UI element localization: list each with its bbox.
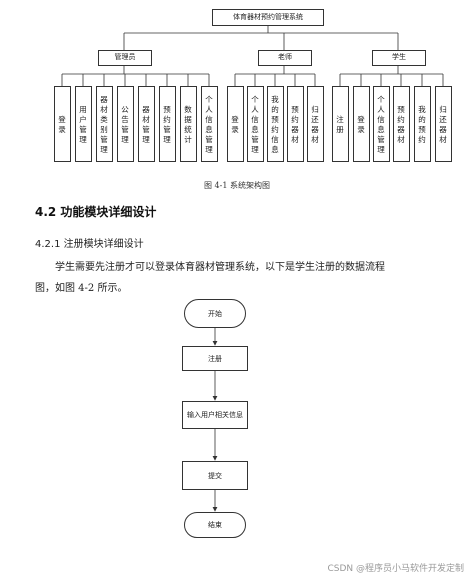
leaf-node: 个人信息管理 <box>200 86 218 162</box>
flow-end-node: 结束 <box>184 512 246 538</box>
leaf-node: 器材管理 <box>137 86 155 162</box>
group-node-teacher: 老师 <box>258 50 312 66</box>
flow-start-node: 开始 <box>184 299 246 328</box>
leaf-node: 公告管理 <box>116 86 134 162</box>
leaf-node-label: 数据统计 <box>184 104 192 144</box>
paragraph-line-2: 图，如图 4-2 所示。 <box>35 283 128 294</box>
leaf-node: 登录 <box>53 86 71 162</box>
csdn-watermark: CSDN @程序员小马软件开发定制 <box>327 564 464 574</box>
leaf-node-label: 归还器材 <box>311 104 319 144</box>
leaf-node: 预约器材 <box>286 86 304 162</box>
leaf-node-label: 个人信息管理 <box>251 94 259 154</box>
leaf-node-label: 预约器材 <box>397 104 405 144</box>
leaf-node-label: 预约管理 <box>163 104 171 144</box>
subsection-heading: 4.2.1 注册模块详细设计 <box>35 239 144 250</box>
leaf-node: 个人信息管理 <box>246 86 264 162</box>
flow-register-node: 注册 <box>182 346 248 371</box>
leaf-node-label: 登录 <box>357 114 365 134</box>
leaf-node-label: 器材类别管理 <box>100 94 108 154</box>
leaf-node-label: 个人信息管理 <box>205 94 213 154</box>
leaf-node: 我的预约信息 <box>266 86 284 162</box>
leaf-node: 归还器材 <box>306 86 324 162</box>
group-node-admin: 管理员 <box>98 50 152 66</box>
leaf-node: 器材类别管理 <box>95 86 113 162</box>
section-heading: 4.2 功能模块详细设计 <box>35 205 157 219</box>
leaf-node: 用户管理 <box>74 86 92 162</box>
leaf-node: 归还器材 <box>434 86 452 162</box>
flow-submit-node: 提交 <box>182 461 248 490</box>
leaf-node-label: 预约器材 <box>291 104 299 144</box>
leaf-node: 注册 <box>331 86 349 162</box>
leaf-node-label: 注册 <box>336 114 344 134</box>
leaf-node: 我的预约 <box>413 86 431 162</box>
leaf-node: 登录 <box>352 86 370 162</box>
leaf-node-label: 用户管理 <box>79 104 87 144</box>
leaf-node-label: 器材管理 <box>142 104 150 144</box>
flow-input-info-node: 输入用户相关信息 <box>182 401 248 429</box>
figure-caption: 图 4-1 系统架构图 <box>204 181 270 190</box>
leaf-node-label: 个人信息管理 <box>377 94 385 154</box>
leaf-node-label: 归还器材 <box>439 104 447 144</box>
leaf-node-label: 我的预约 <box>418 104 426 144</box>
leaf-node-label: 登录 <box>231 114 239 134</box>
leaf-node: 数据统计 <box>179 86 197 162</box>
leaf-node-label: 登录 <box>58 114 66 134</box>
leaf-node-label: 我的预约信息 <box>271 94 279 154</box>
leaf-node: 预约管理 <box>158 86 176 162</box>
paragraph-line-1: 学生需要先注册才可以登录体育器材管理系统，以下是学生注册的数据流程 <box>55 262 385 273</box>
leaf-node-label: 公告管理 <box>121 104 129 144</box>
leaf-node: 预约器材 <box>392 86 410 162</box>
group-node-student: 学生 <box>372 50 426 66</box>
leaf-node: 登录 <box>226 86 244 162</box>
leaf-node: 个人信息管理 <box>372 86 390 162</box>
diagram-root-node: 体育器材预约管理系统 <box>212 9 324 26</box>
architecture-connectors <box>61 26 444 86</box>
